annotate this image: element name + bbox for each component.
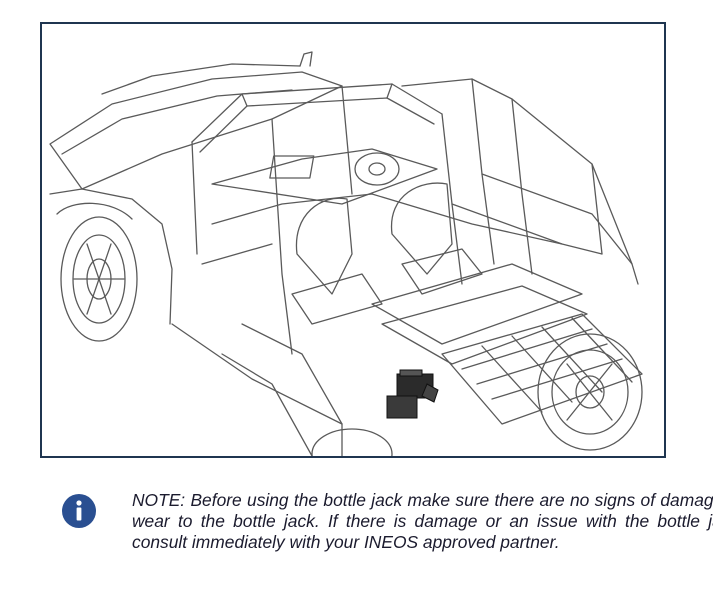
vehicle-cutaway-illustration bbox=[49, 51, 643, 456]
bottle-jack-icon bbox=[386, 369, 439, 419]
info-icon bbox=[62, 494, 96, 528]
note-text: NOTE: Before using the bottle jack make … bbox=[132, 490, 713, 552]
note-row: NOTE: Before using the bottle jack make … bbox=[60, 490, 713, 590]
vehicle-illustration-frame bbox=[40, 22, 666, 458]
